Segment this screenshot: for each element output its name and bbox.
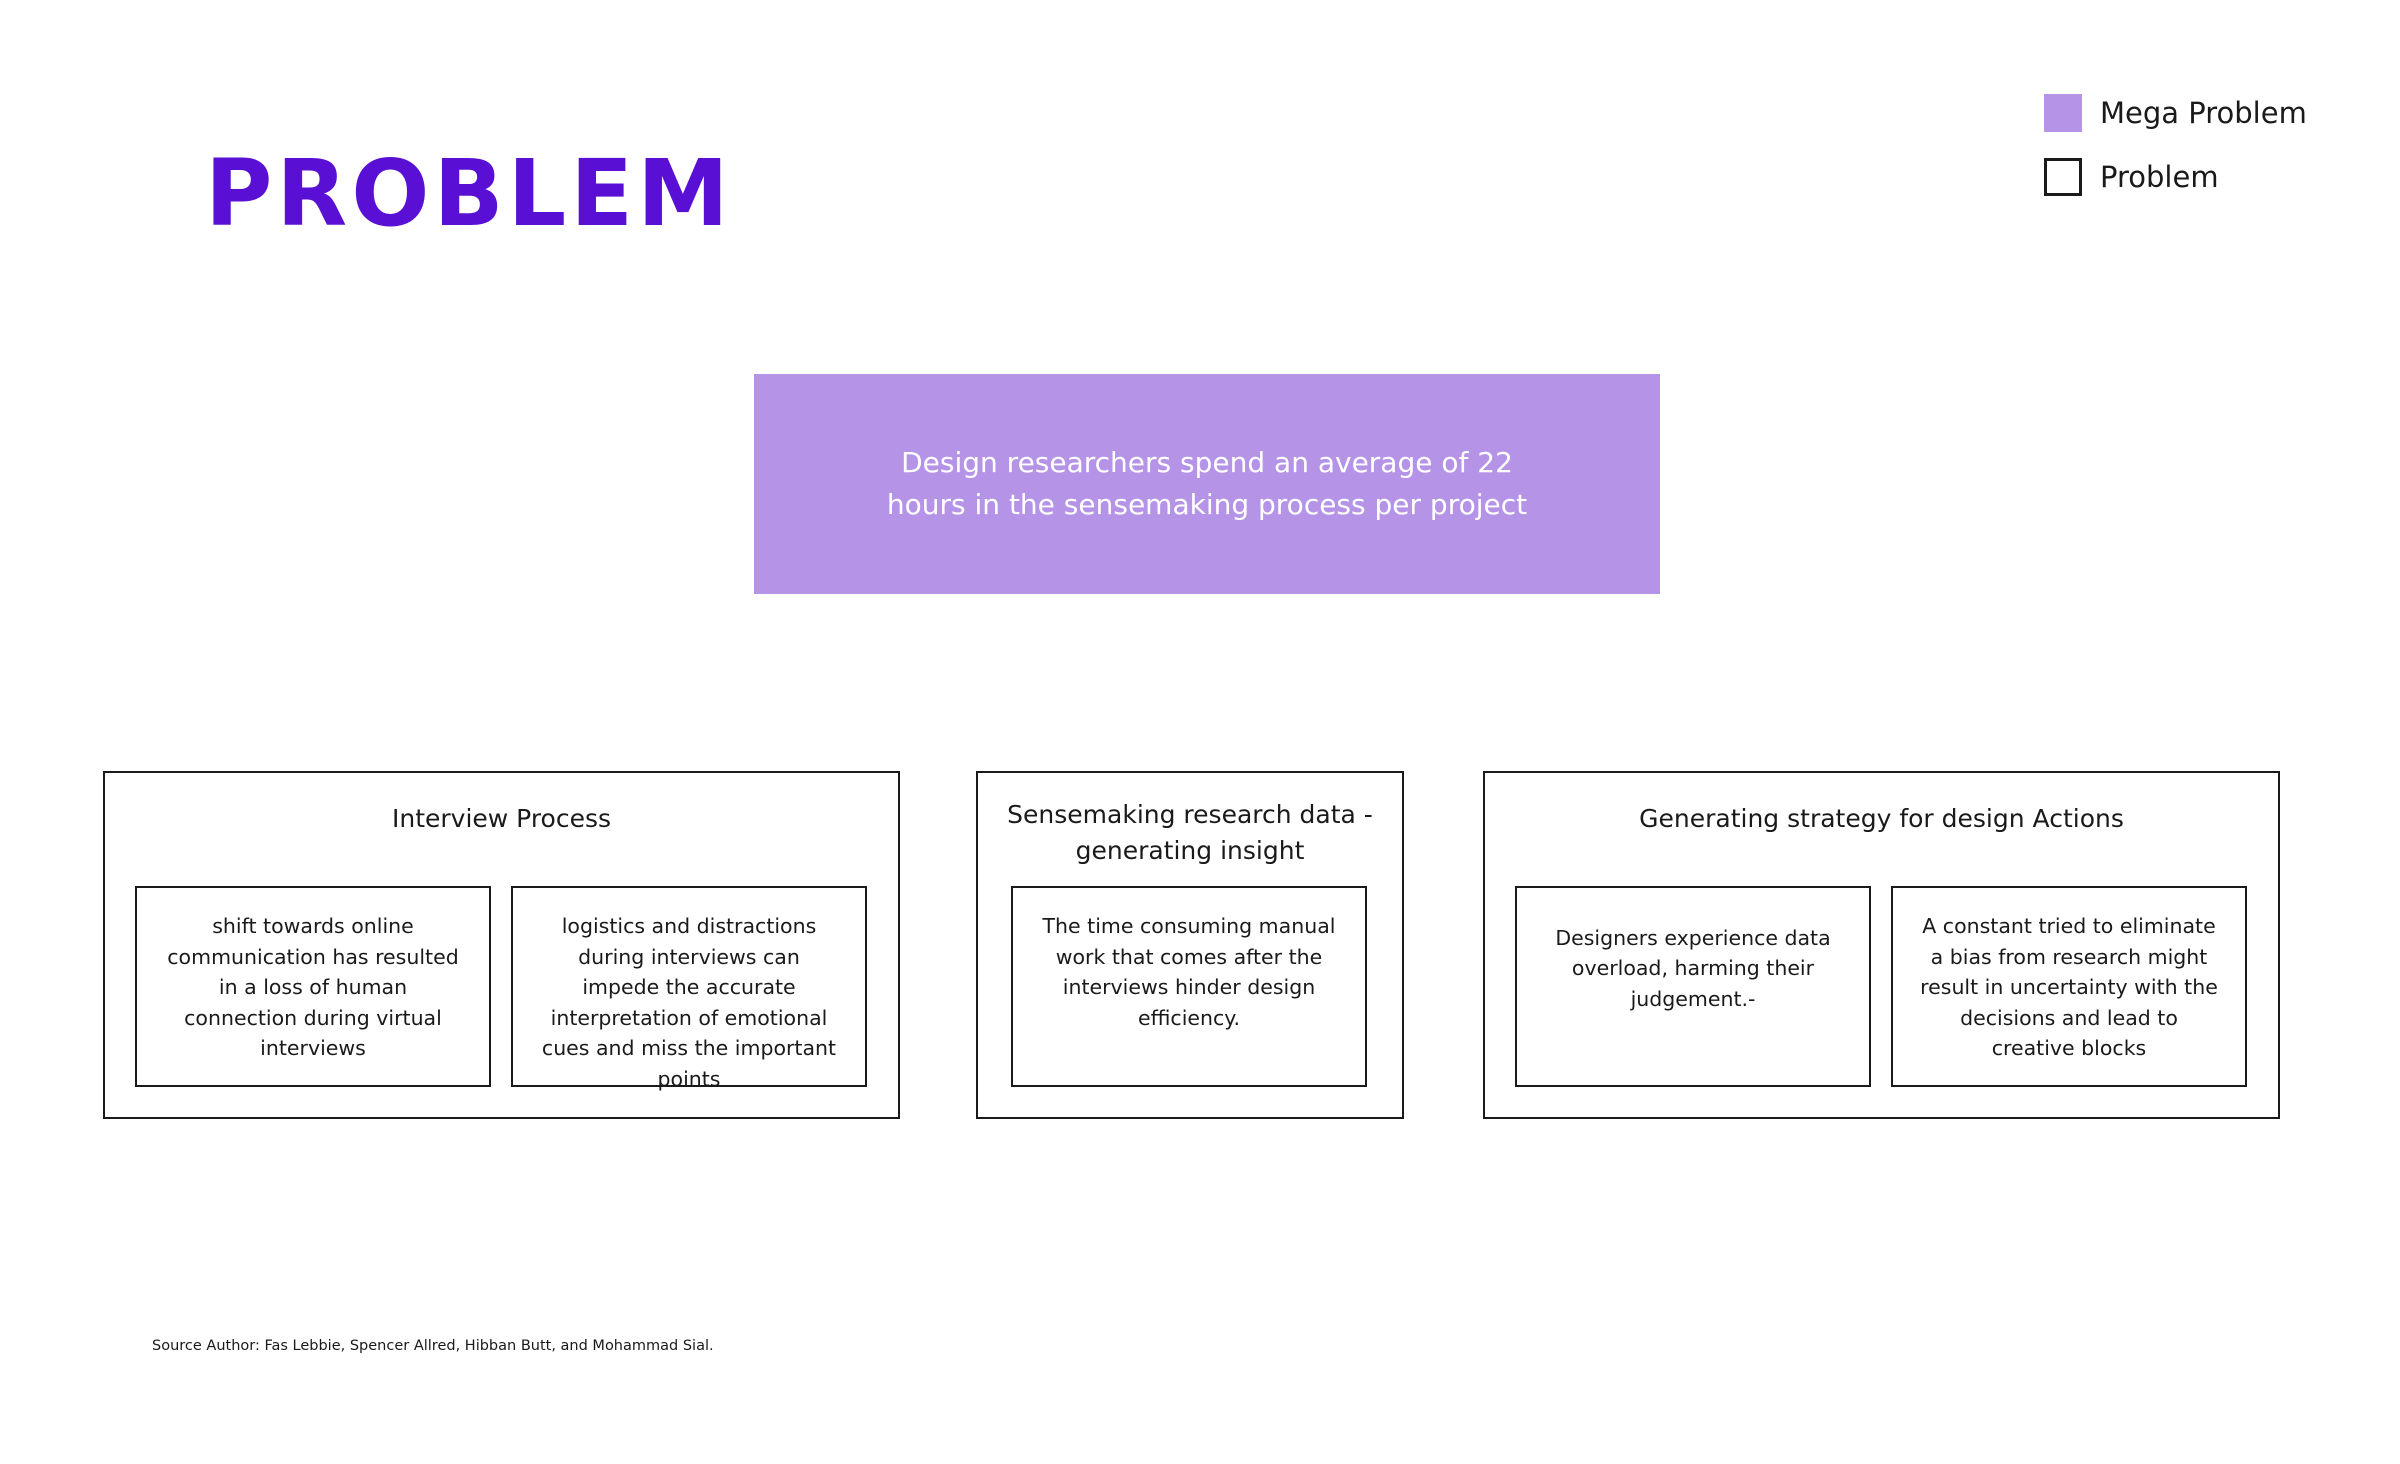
problem-card: A constant tried to eliminate a bias fro… — [1891, 886, 2247, 1087]
problem-card: Designers experience data overload, harm… — [1515, 886, 1871, 1087]
legend: Mega Problem Problem — [2044, 92, 2307, 220]
problem-text: Designers experience data overload, harm… — [1555, 925, 1831, 1011]
problem-text: The time consuming manual work that come… — [1042, 914, 1336, 1030]
legend-label: Problem — [2100, 160, 2219, 194]
legend-item-mega-problem: Mega Problem — [2044, 92, 2307, 134]
problem-swatch — [2044, 158, 2082, 196]
problem-group-design-strategy: Generating strategy for design Actions D… — [1483, 771, 2280, 1119]
problem-card: The time consuming manual work that come… — [1011, 886, 1367, 1087]
legend-item-problem: Problem — [2044, 156, 2307, 198]
group-title: Sensemaking research data - generating i… — [1007, 800, 1373, 865]
problem-group-sensemaking: Sensemaking research data - generating i… — [976, 771, 1404, 1119]
mega-problem-box: Design researchers spend an average of 2… — [754, 374, 1660, 594]
problem-text: A constant tried to eliminate a bias fro… — [1920, 914, 2218, 1060]
problem-text: shift towards online communication has r… — [167, 914, 459, 1060]
problem-group-interview-process: Interview Process shift towards online c… — [103, 771, 900, 1119]
group-title: Generating strategy for design Actions — [1639, 804, 2124, 833]
source-credit: Source Author: Fas Lebbie, Spencer Allre… — [152, 1338, 714, 1354]
legend-label: Mega Problem — [2100, 96, 2307, 130]
problem-card: shift towards online communication has r… — [135, 886, 491, 1087]
mega-problem-swatch — [2044, 94, 2082, 132]
mega-problem-text: Design researchers spend an average of 2… — [886, 446, 1528, 521]
problem-text: logistics and distractions during interv… — [541, 914, 837, 1091]
group-title: Interview Process — [391, 804, 612, 833]
page-title: PROBLEM — [205, 140, 733, 247]
problem-card: logistics and distractions during interv… — [511, 886, 867, 1091]
